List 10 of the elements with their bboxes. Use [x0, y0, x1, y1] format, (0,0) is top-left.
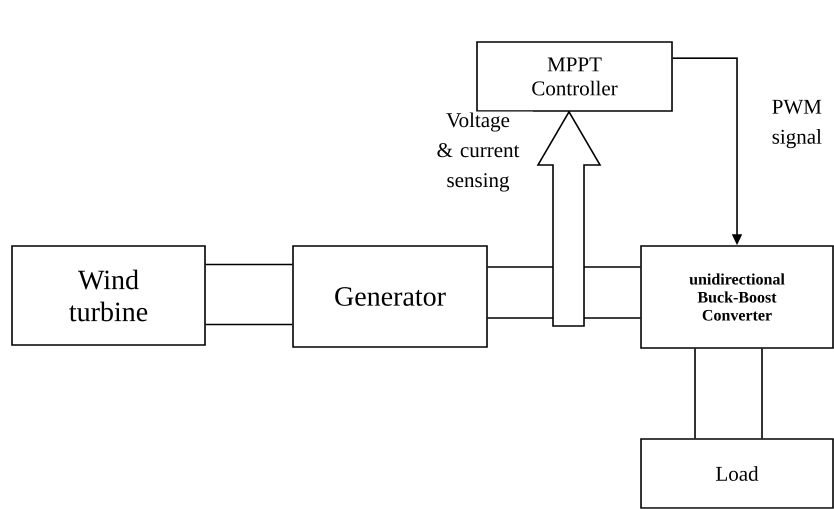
double-line	[694, 348, 763, 439]
double-line	[205, 264, 293, 326]
turbine-box: Wind turbine	[11, 245, 206, 346]
edge-label: PWM signal	[760, 98, 833, 150]
controller-box: MPPT Controller	[476, 41, 673, 112]
load-box: Load	[640, 438, 834, 509]
generator-box: Generator	[292, 245, 488, 348]
edge-label: Voltage & current sensing	[423, 111, 533, 193]
converter-box: unidirectional Buck-Boost Converter	[640, 245, 834, 349]
block-arrow	[536, 110, 602, 327]
